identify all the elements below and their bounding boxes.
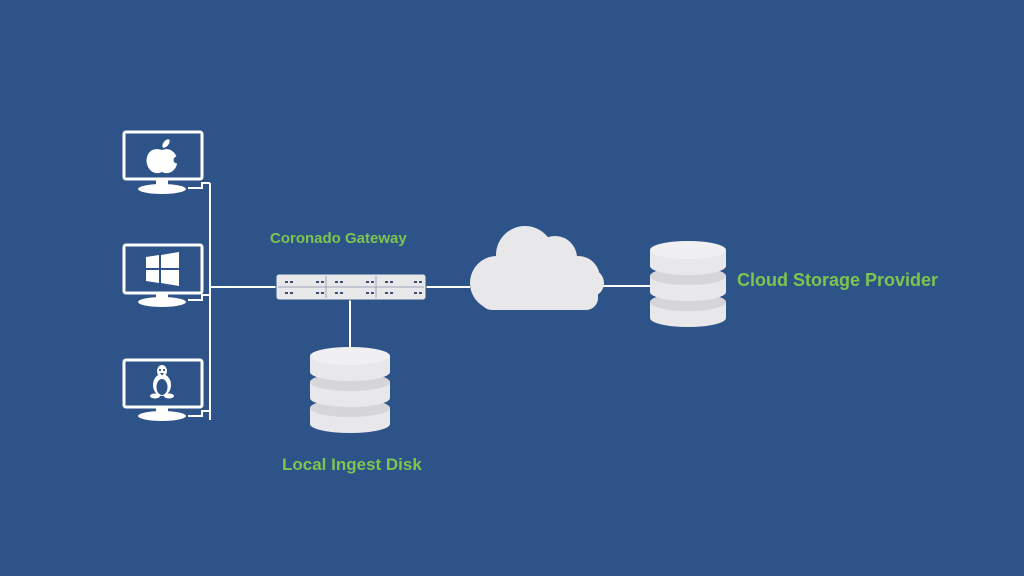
- cloud-storage-database-icon: [650, 241, 726, 327]
- mac-connector: [188, 182, 210, 189]
- linux-client: [122, 358, 204, 421]
- apple-logo-icon: [146, 139, 181, 174]
- linux-monitor-neck: [156, 407, 168, 414]
- mac-client: [122, 130, 204, 194]
- windows-monitor-frame: [122, 243, 204, 295]
- gateway-label: Coronado Gateway: [270, 230, 407, 247]
- windows-logo-icon: [146, 252, 179, 286]
- linux-connector: [188, 410, 210, 417]
- local-disk-label: Local Ingest Disk: [282, 455, 422, 474]
- gateway-switch-icon: [275, 273, 427, 301]
- cloud-storage-label: Cloud Storage Provider: [737, 270, 939, 290]
- linux-monitor-base: [138, 411, 186, 421]
- windows-monitor-neck: [156, 293, 168, 300]
- cloud-icon: [470, 226, 604, 310]
- windows-connector: [188, 294, 210, 301]
- windows-monitor-base: [138, 297, 186, 307]
- connection-lines: [188, 182, 650, 420]
- mac-monitor-neck: [156, 179, 168, 186]
- local-disk-database-icon: [310, 347, 390, 433]
- linux-tux-icon: [150, 365, 174, 399]
- windows-client: [122, 243, 204, 307]
- mac-monitor-base: [138, 184, 186, 194]
